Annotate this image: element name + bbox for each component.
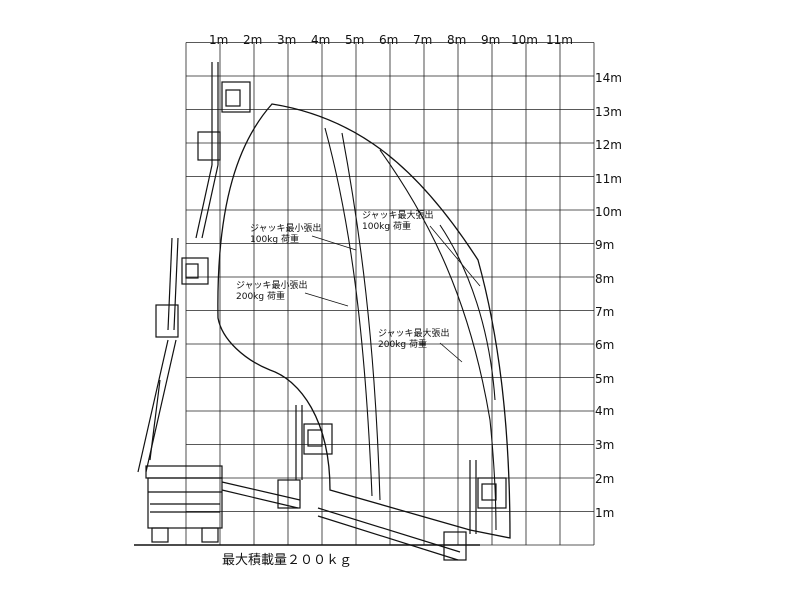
working-range-envelope [217,103,511,539]
y-label: 2m [595,472,614,486]
annotation-max-jack-200: ジャッキ最大張出 200kg 荷重 [378,327,450,350]
y-label: 7m [595,305,614,319]
x-label: 10m [511,33,538,47]
x-label: 7m [413,33,432,47]
x-label: 3m [277,33,296,47]
truck-drawing [134,62,507,561]
y-label: 13m [595,105,622,119]
y-label: 5m [595,372,614,386]
annotation-max-jack-100: ジャッキ最大張出 100kg 荷重 [362,209,434,232]
annotation-text: 200kg 荷重 [236,290,285,302]
max-load-caption: 最大積載量２００ｋｇ [222,553,352,568]
x-label: 2m [243,33,262,47]
annotation-text: 100kg 荷重 [250,233,299,245]
leader-max-jack-200 [439,342,463,363]
y-label: 10m [595,205,622,219]
annotation-text: 100kg 荷重 [362,220,411,232]
annotation-text: ジャッキ最大張出 [362,209,434,221]
y-label: 9m [595,238,614,252]
leader-max-jack-100 [429,225,481,287]
x-label: 6m [379,33,398,47]
x-label: 11m [546,33,573,47]
y-label: 3m [595,438,614,452]
y-label: 4m [595,404,614,418]
annotation-text: ジャッキ最小張出 [250,222,322,234]
annotation-min-jack-100: ジャッキ最小張出 100kg 荷重 [250,222,322,245]
max-jack-100-boundary [341,132,381,501]
y-label: 12m [595,138,622,152]
x-label: 9m [481,33,500,47]
y-label: 6m [595,338,614,352]
annotation-min-jack-200: ジャッキ最小張出 200kg 荷重 [236,279,308,302]
leader-min-jack-100 [311,235,357,251]
y-axis-labels: 1m 2m 3m 4m 5m 6m 7m 8m 9m 10m 11m 12m 1… [595,71,622,520]
x-axis-labels: 1m 2m 3m 4m 5m 6m 7m 8m 9m 10m 11m [209,33,573,47]
min-jack-200-boundary [379,149,497,531]
x-label: 1m [209,33,228,47]
leader-min-jack-200 [304,292,349,307]
x-label: 5m [345,33,364,47]
annotation-text: ジャッキ最大張出 [378,327,450,339]
min-jack-100-boundary [324,127,373,497]
x-label: 8m [447,33,466,47]
annotation-text: ジャッキ最小張出 [236,279,308,291]
x-label: 4m [311,33,330,47]
y-label: 14m [595,71,622,85]
y-label: 1m [595,506,614,520]
y-label: 8m [595,272,614,286]
y-label: 11m [595,172,622,186]
annotation-text: 200kg 荷重 [378,338,427,350]
max-jack-200-boundary [439,224,496,401]
